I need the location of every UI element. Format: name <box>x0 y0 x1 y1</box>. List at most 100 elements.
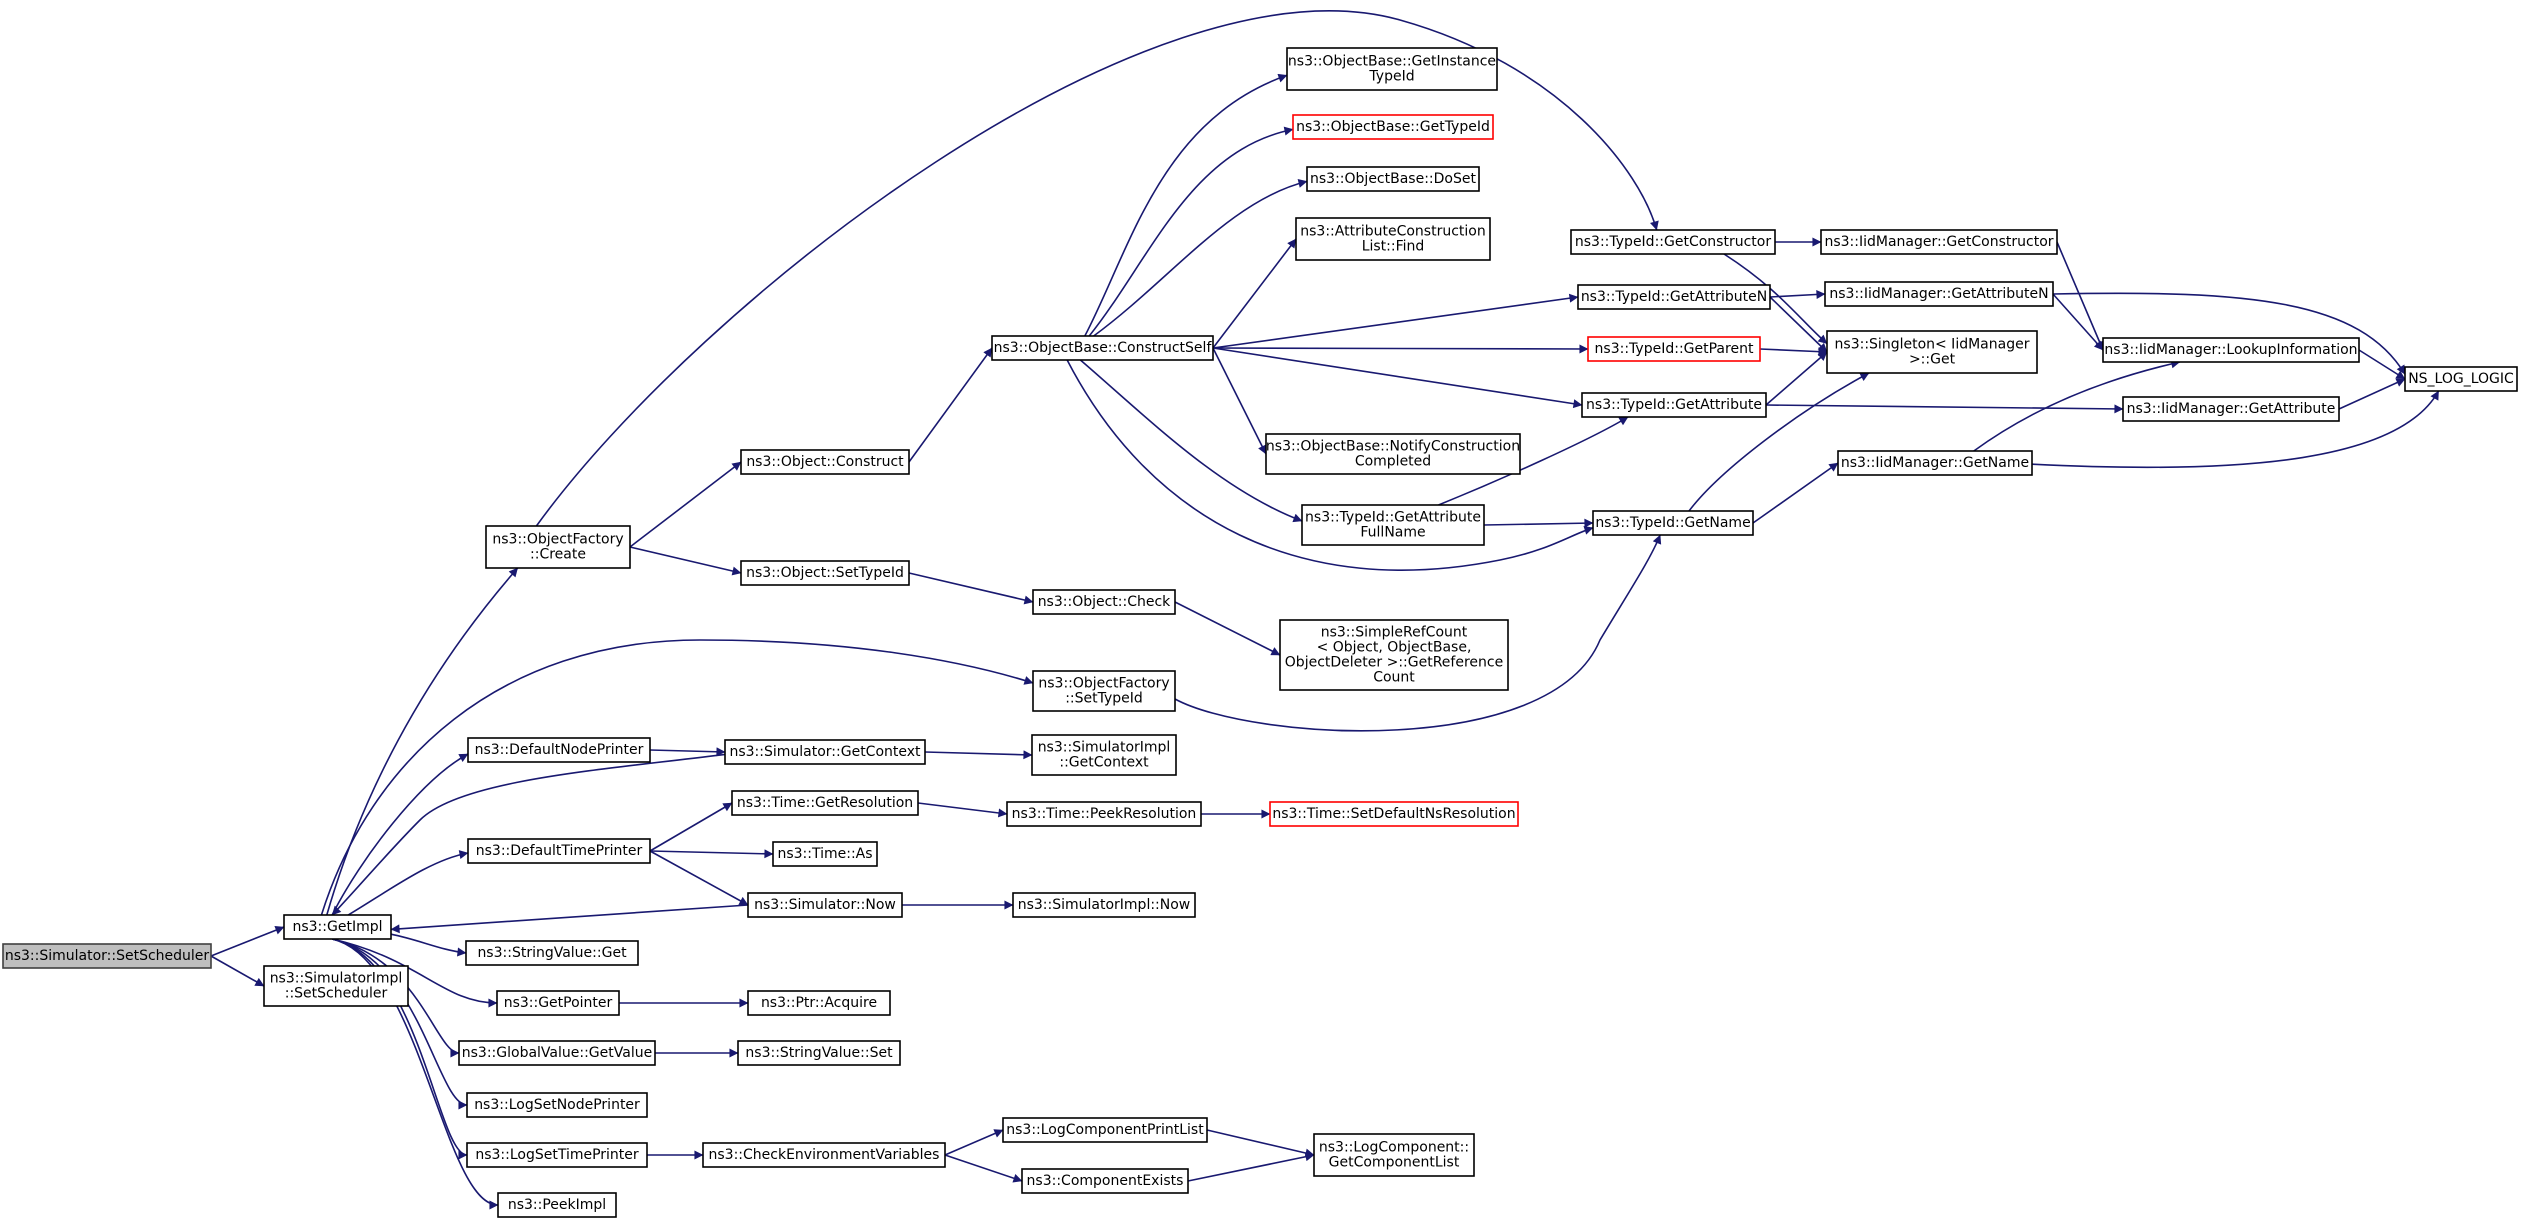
node-iidmgr_lookupinformation[interactable]: ns3::IidManager::LookupInformation <box>2102 337 2360 363</box>
node-box <box>1837 450 2033 476</box>
node-time_as[interactable]: ns3::Time::As <box>772 841 878 867</box>
node-label: ns3::IidManager::GetConstructor <box>1824 234 2053 250</box>
node-getpointer[interactable]: ns3::GetPointer <box>496 990 620 1016</box>
edge-objbase_constructself-to-attrconstrlist_find <box>1212 238 1297 349</box>
node-logcomponent_getcomponentlist[interactable]: ns3::LogComponent::GetComponentList <box>1313 1133 1475 1177</box>
node-stringvalue_get[interactable]: ns3::StringValue::Get <box>465 940 639 966</box>
node-typeid_getname[interactable]: ns3::TypeId::GetName <box>1592 510 1754 536</box>
node-simimpl_getcontext[interactable]: ns3::SimulatorImpl::GetContext <box>1031 734 1177 776</box>
node-object_check[interactable]: ns3::Object::Check <box>1032 589 1176 615</box>
node-box <box>1570 229 1776 255</box>
node-box <box>467 838 651 864</box>
node-box <box>465 940 639 966</box>
node-typeid_getattributen[interactable]: ns3::TypeId::GetAttributeN <box>1577 284 1771 310</box>
node-box <box>1581 392 1767 418</box>
node-defaulttimeprinter[interactable]: ns3::DefaultTimePrinter <box>467 838 651 864</box>
node-label: ns3::TypeId::GetAttribute <box>1586 397 1762 413</box>
node-box <box>485 525 631 569</box>
node-simplerefcount[interactable]: ns3::SimpleRefCount< Object, ObjectBase,… <box>1279 619 1509 691</box>
node-object_construct[interactable]: ns3::Object::Construct <box>740 449 910 475</box>
node-iidmgr_getname[interactable]: ns3::IidManager::GetName <box>1837 450 2033 476</box>
node-label: ns3::ObjectBase::GetInstance <box>1288 54 1496 70</box>
node-label: ns3::Time::SetDefaultNsResolution <box>1272 806 1515 822</box>
node-globalvalue_getvalue[interactable]: ns3::GlobalValue::GetValue <box>458 1040 656 1066</box>
node-objbase_doset[interactable]: ns3::ObjectBase::DoSet <box>1306 166 1480 192</box>
node-defaultnodeprinter[interactable]: ns3::DefaultNodePrinter <box>467 737 651 763</box>
node-time_getresolution[interactable]: ns3::Time::GetResolution <box>731 790 919 816</box>
node-singleton_get[interactable]: ns3::Singleton< IidManager >::Get <box>1826 330 2038 374</box>
node-label: ns3::ObjectFactory <box>492 532 623 548</box>
node-label: ns3::DefaultNodePrinter <box>475 742 644 758</box>
node-simulator_getcontext[interactable]: ns3::Simulator::GetContext <box>724 739 926 765</box>
node-box <box>1313 1133 1475 1177</box>
node-setscheduler[interactable]: ns3::Simulator::SetScheduler <box>2 943 212 969</box>
node-object_settypeid[interactable]: ns3::Object::SetTypeId <box>740 560 910 586</box>
node-label: NS_LOG_LOGIC <box>2408 371 2514 387</box>
node-iidmgr_getattribute[interactable]: ns3::IidManager::GetAttribute <box>2122 396 2340 422</box>
node-typeid_getparent[interactable]: ns3::TypeId::GetParent <box>1587 336 1761 362</box>
node-objbase_gettypeid[interactable]: ns3::ObjectBase::GetTypeId <box>1292 114 1494 140</box>
node-logcomponentprintlist[interactable]: ns3::LogComponentPrintList <box>1002 1117 1208 1143</box>
node-logsetnodeprinter[interactable]: ns3::LogSetNodePrinter <box>466 1092 648 1118</box>
node-box <box>1820 229 2058 255</box>
node-time_peekresolution[interactable]: ns3::Time::PeekResolution <box>1006 801 1202 827</box>
node-objfactory_settypeid[interactable]: ns3::ObjectFactory::SetTypeId <box>1032 670 1176 712</box>
node-logsettimeprinter[interactable]: ns3::LogSetTimePrinter <box>466 1142 648 1168</box>
node-simimpl_now[interactable]: ns3::SimulatorImpl::Now <box>1012 892 1196 918</box>
node-label: ns3::Object::SetTypeId <box>746 565 904 581</box>
node-typeid_getconstructor[interactable]: ns3::TypeId::GetConstructor <box>1570 229 1776 255</box>
node-box <box>740 449 910 475</box>
edge-getimpl-to-objfactory_settypeid <box>320 639 1034 916</box>
node-box <box>1032 589 1176 615</box>
edge-getimpl-to-peekimpl <box>331 938 499 1210</box>
node-simulator_now[interactable]: ns3::Simulator::Now <box>747 892 903 918</box>
node-stringvalue_set[interactable]: ns3::StringValue::Set <box>737 1040 901 1066</box>
node-box <box>1286 47 1498 91</box>
node-label: ns3::IidManager::GetAttributeN <box>1829 286 2048 302</box>
node-label: ns3::PeekImpl <box>508 1197 606 1213</box>
node-label: ns3::GetPointer <box>504 995 613 1011</box>
edge-iidmgr_getattributen-to-iidmgr_lookupinformation <box>2052 293 2104 351</box>
edges-layer <box>210 10 2440 1210</box>
node-box <box>740 560 910 586</box>
node-label: TypeId <box>1368 69 1414 85</box>
node-simimpl_setsched[interactable]: ns3::SimulatorImpl::SetScheduler <box>263 965 409 1007</box>
node-label: ::Create <box>530 547 586 563</box>
node-objbase_notifyconstr[interactable]: ns3::ObjectBase::NotifyConstructionCompl… <box>1265 433 1521 475</box>
edge-checkenvvars-to-componentexists <box>944 1154 1023 1183</box>
node-iidmgr_getattributen[interactable]: ns3::IidManager::GetAttributeN <box>1824 281 2054 307</box>
node-label: ns3::ObjectBase::ConstructSelf <box>994 340 1213 356</box>
node-label: ns3::Simulator::SetScheduler <box>5 948 210 964</box>
node-label: ns3::Singleton< IidManager <box>1835 337 2030 353</box>
node-ns_log_logic[interactable]: NS_LOG_LOGIC <box>2404 366 2518 392</box>
edge-getimpl-to-getpointer <box>331 938 498 1008</box>
node-typeid_getattribute[interactable]: ns3::TypeId::GetAttribute <box>1581 392 1767 418</box>
node-label: ns3::ObjectBase::DoSet <box>1310 171 1476 187</box>
edge-objbase_constructself-to-objbase_gettypeid <box>1088 126 1294 337</box>
node-box <box>496 990 620 1016</box>
node-time_setdefaultnsresolution[interactable]: ns3::Time::SetDefaultNsResolution <box>1269 801 1519 827</box>
node-label: >::Get <box>1909 352 1956 368</box>
node-box <box>2122 396 2340 422</box>
node-box <box>1292 114 1494 140</box>
node-box <box>283 914 392 940</box>
node-label: ns3::GlobalValue::GetValue <box>462 1045 652 1061</box>
node-label: ns3::TypeId::GetAttributeN <box>1581 289 1767 305</box>
edge-time_getresolution-to-time_peekresolution <box>917 802 1008 818</box>
node-box <box>466 1092 648 1118</box>
node-label: < Object, ObjectBase, <box>1317 640 1472 656</box>
node-iidmgr_getconstructor[interactable]: ns3::IidManager::GetConstructor <box>1820 229 2058 255</box>
edge-iidmgr_getattribute-to-ns_log_logic <box>2338 378 2406 410</box>
node-objfactory_create[interactable]: ns3::ObjectFactory::Create <box>485 525 631 569</box>
node-objbase_constructself[interactable]: ns3::ObjectBase::ConstructSelf <box>991 335 1214 361</box>
node-componentexists[interactable]: ns3::ComponentExists <box>1021 1168 1189 1194</box>
node-getimpl[interactable]: ns3::GetImpl <box>283 914 392 940</box>
node-peekimpl[interactable]: ns3::PeekImpl <box>497 1192 617 1218</box>
node-checkenvvars[interactable]: ns3::CheckEnvironmentVariables <box>702 1142 946 1168</box>
edge-typeid_getattributefullname-to-typeid_getname <box>1483 518 1594 528</box>
node-ptr_acquire[interactable]: ns3::Ptr::Acquire <box>747 990 891 1016</box>
node-box <box>737 1040 901 1066</box>
